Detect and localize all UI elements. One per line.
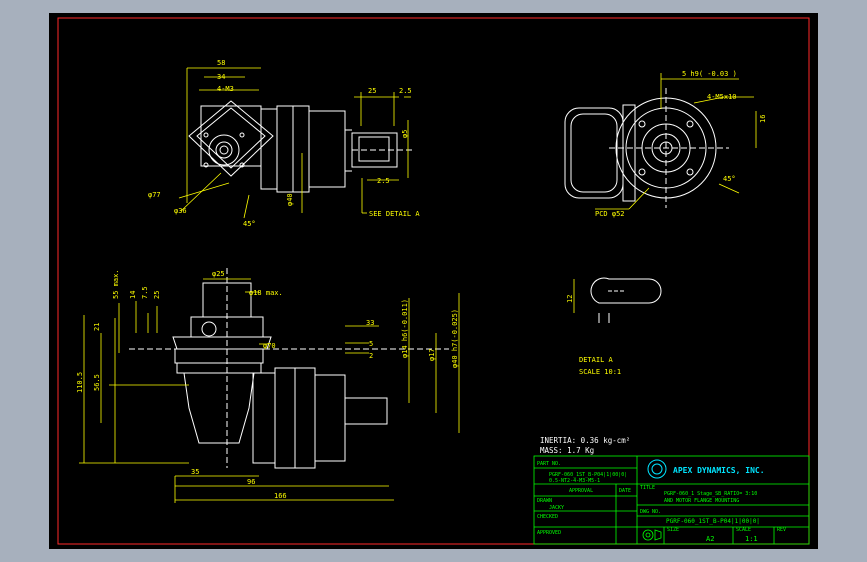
approved-label: APPROVED bbox=[537, 530, 561, 536]
dia-36-label: φ36 bbox=[174, 207, 187, 215]
drawn-value: JACKY bbox=[549, 505, 564, 511]
front-view-labels: φ25 φ18 max. 55 max. 14 7.5 25 21 56.5 1… bbox=[76, 269, 459, 500]
title-line2: AND MOTOR FLANGE MOUNTING bbox=[664, 498, 739, 504]
dim-34-label: 34 bbox=[217, 73, 225, 81]
dim-33-label: 33 bbox=[366, 319, 374, 327]
detail-a-scale: SCALE 10:1 bbox=[579, 368, 621, 376]
notes: INERTIA: 0.36 kg-cm² MASS: 1.7 Kg bbox=[540, 436, 630, 455]
front-view bbox=[129, 268, 449, 469]
side-view-dimensions bbox=[595, 73, 757, 210]
rev-label: REV bbox=[777, 527, 786, 533]
dwg-no-label: DWG NO. bbox=[640, 509, 661, 515]
dim-7-5-label: 7.5 bbox=[141, 286, 149, 299]
dim-55-label: 55 max. bbox=[112, 269, 120, 299]
title-block-text: PART NO. PGRF-060_1ST_B-P04|1|00|0| 0.5-… bbox=[537, 461, 786, 543]
title-line1: PGRF-060_1 Stage_SB_RATIO= 3:10 bbox=[664, 491, 757, 497]
see-detail-label: SEE DETAIL A bbox=[369, 210, 420, 218]
dim-25-front-label: 25 bbox=[153, 291, 161, 299]
projection-symbol-icon bbox=[642, 529, 662, 541]
dim-2-5-label: 2.5 bbox=[377, 177, 390, 185]
size-value: A2 bbox=[706, 535, 714, 543]
dim-96-label: 96 bbox=[247, 478, 255, 486]
side-angle-label: 45° bbox=[723, 175, 736, 183]
detail-a-title: DETAIL A bbox=[579, 356, 614, 364]
dia-77-label: φ77 bbox=[148, 191, 161, 199]
dim-35-label: 35 bbox=[191, 468, 199, 476]
dim-16-label: 16 bbox=[759, 115, 767, 123]
sheet-border bbox=[57, 17, 810, 545]
top-view-labels: 58 34 4-M3 φ77 φ36 45° φ40 25 2.5 φ5 2.5… bbox=[148, 59, 420, 228]
top-view-dimensions bbox=[178, 67, 411, 219]
company-name: APEX DYNAMICS, INC. bbox=[673, 466, 765, 475]
part-no-line1: PGRF-060_1ST_B-P04|1|00|0| bbox=[549, 472, 627, 478]
holes-4-m5-label: 4-M5x10 bbox=[707, 93, 737, 101]
drawn-label: DRAWN bbox=[537, 498, 552, 504]
dim-166-label: 166 bbox=[274, 492, 287, 500]
size-label: SIZE bbox=[667, 527, 679, 533]
side-view-labels: 5 h9( -0.03 ) 4-M5x10 16 45° PCD φ52 bbox=[595, 70, 767, 218]
front-view-dimensions bbox=[79, 278, 460, 503]
dia-25-label: φ25 bbox=[212, 270, 225, 278]
dia-70-label: φ70 bbox=[263, 342, 276, 350]
top-view bbox=[188, 100, 412, 193]
detail-a bbox=[590, 277, 662, 323]
dim-58-label: 58 bbox=[217, 59, 225, 67]
holes-4-m3-label: 4-M3 bbox=[217, 85, 234, 93]
scale-label: SCALE bbox=[736, 527, 751, 533]
dim-25-label: 25 bbox=[368, 87, 376, 95]
dim-5-front-label: 5 bbox=[369, 340, 373, 348]
scale-value: 1:1 bbox=[745, 535, 758, 543]
dia-40-label: φ40 bbox=[286, 193, 294, 206]
dia-17-label: φ17 bbox=[428, 348, 436, 361]
dim-110-5-label: 110.5 bbox=[76, 372, 84, 393]
dwg-no-value: PGRF-060_1ST_B-P04|1|00|0| bbox=[666, 518, 760, 525]
dim-12-label: 12 bbox=[566, 295, 574, 303]
mass-note: MASS: 1.7 Kg bbox=[540, 446, 594, 455]
angle-45-label: 45° bbox=[243, 220, 256, 228]
title-block bbox=[533, 455, 810, 545]
dia-40-front-label: φ40 h7(-0.025) bbox=[451, 309, 459, 368]
inertia-note: INERTIA: 0.36 kg-cm² bbox=[540, 436, 630, 445]
part-no-label: PART NO. bbox=[537, 461, 561, 467]
dim-5-label: φ5 bbox=[401, 130, 409, 138]
pcd-52-label: PCD φ52 bbox=[595, 210, 625, 218]
detail-a-labels: 12 DETAIL A SCALE 10:1 bbox=[566, 279, 621, 376]
dia-18-label: φ18 max. bbox=[249, 289, 283, 297]
shaft-tolerance-label: 5 h9( -0.03 ) bbox=[682, 70, 737, 78]
dim-14-label: 14 bbox=[129, 291, 137, 299]
side-view bbox=[564, 88, 729, 208]
date-label: DATE bbox=[619, 488, 631, 494]
dim-2-label: 2 bbox=[369, 352, 373, 360]
dim-2-5-top-label: 2.5 bbox=[399, 87, 412, 95]
dim-21-label: 21 bbox=[93, 323, 101, 331]
dim-56-5-label: 56.5 bbox=[93, 374, 101, 391]
checked-label: CHECKED bbox=[537, 514, 558, 520]
part-no-line2: 0.5-NT2-4-M3-M5-1 bbox=[549, 478, 600, 484]
title-label: TITLE bbox=[640, 485, 655, 491]
drawing-sheet[interactable]: 58 34 4-M3 φ77 φ36 45° φ40 25 2.5 φ5 2.5… bbox=[49, 13, 818, 549]
dia-14-label: φ14 h6(-0.011) bbox=[401, 299, 409, 358]
company-logo-icon: APEX DYNAMICS, INC. bbox=[647, 459, 765, 479]
approval-label: APPROVAL bbox=[569, 488, 593, 494]
drawing-canvas: 58 34 4-M3 φ77 φ36 45° φ40 25 2.5 φ5 2.5… bbox=[57, 17, 810, 545]
